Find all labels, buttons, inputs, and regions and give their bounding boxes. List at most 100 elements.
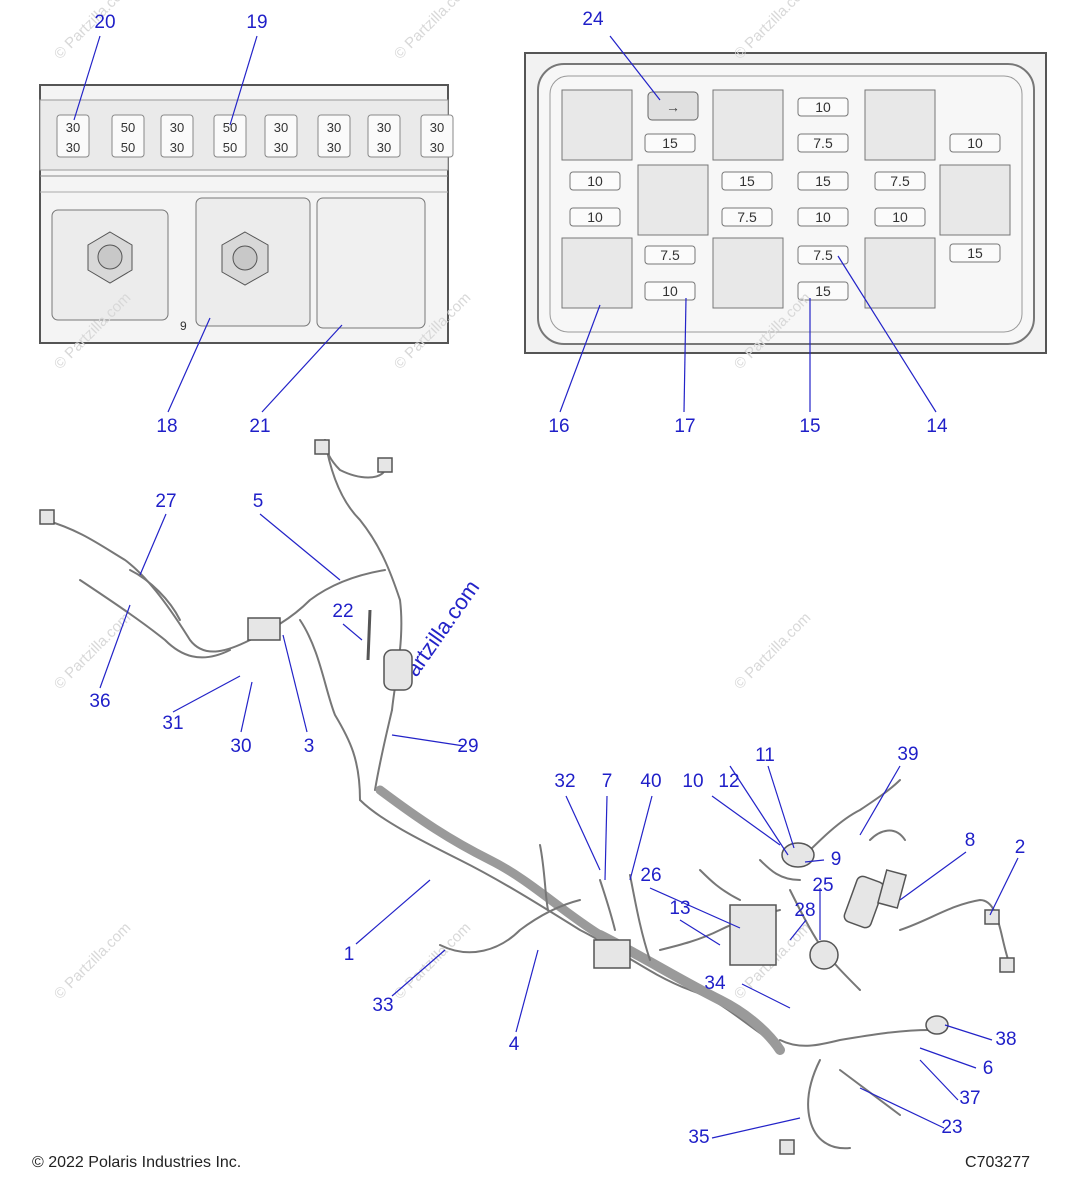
connector [809,940,839,970]
callout-3[interactable]: 3 [303,736,315,757]
callout-1[interactable]: 1 [343,944,355,965]
callout-32[interactable]: 32 [554,771,576,792]
callout-18[interactable]: 18 [156,416,178,437]
fuse-rating: 15 [967,245,983,261]
fuse-rating: 7.5 [813,247,833,263]
fuse-rating: 30 [170,140,184,155]
callout-12[interactable]: 12 [718,771,740,792]
watermark: © Partzilla.com [51,919,134,1002]
callout-37[interactable]: 37 [959,1088,981,1109]
diode-icon: → [666,99,680,115]
fuse-rating: 50 [121,140,135,155]
fuse-rating: 7.5 [737,209,757,225]
callout-31[interactable]: 31 [162,713,184,734]
relay [939,164,1011,236]
fuse-rating: 10 [815,99,831,115]
fuse-rating: 7.5 [813,135,833,151]
connector [314,439,330,455]
callout-16[interactable]: 16 [548,416,570,437]
fuse-rating: 30 [430,140,444,155]
callout-36[interactable]: 36 [89,691,111,712]
drawing-number: C703277 [965,1154,1030,1171]
callout-15[interactable]: 15 [799,416,821,437]
callout-2[interactable]: 2 [1014,837,1026,858]
watermark: © Partzilla.com [731,609,814,692]
fuse-rating: 30 [430,120,444,135]
callout-30[interactable]: 30 [230,736,252,757]
fuse-rating: 30 [170,120,184,135]
fuse-rating: 30 [327,140,341,155]
fuse-rating: 15 [815,173,831,189]
fuse-rating: 30 [377,140,391,155]
connector [247,617,281,641]
callout-10[interactable]: 10 [682,771,704,792]
callout-27[interactable]: 27 [155,491,177,512]
relay [561,237,633,309]
fuse-rating: 10 [892,209,908,225]
connector [843,875,885,929]
callout-14[interactable]: 14 [926,416,948,437]
callout-13[interactable]: 13 [669,898,691,919]
callout-5[interactable]: 5 [252,491,264,512]
connector [383,649,413,691]
fuse-rating: 15 [739,173,755,189]
callout-25[interactable]: 25 [812,875,834,896]
callout-34[interactable]: 34 [704,973,726,994]
relay-cover [316,197,426,329]
connector [39,509,55,525]
connector [781,842,815,868]
callout-21[interactable]: 21 [249,416,271,437]
fuse-rating: 10 [815,209,831,225]
callout-22[interactable]: 22 [332,601,354,622]
relay [864,89,936,161]
callout-7[interactable]: 7 [601,771,613,792]
watermark: © Partzilla.com [51,609,134,692]
callout-17[interactable]: 17 [674,416,696,437]
connector [729,904,777,966]
callout-40[interactable]: 40 [640,771,662,792]
callout-24[interactable]: 24 [582,9,604,30]
right-detail-panel: → 15 10 10 7.5 10 15 [524,52,1047,354]
fuse-rating: 10 [587,209,603,225]
callout-35[interactable]: 35 [688,1127,710,1148]
connector [779,1139,795,1155]
callout-33[interactable]: 33 [372,995,394,1016]
fuse-rating: 50 [121,120,135,135]
connector [925,1015,949,1035]
callout-4[interactable]: 4 [508,1034,520,1055]
relay [637,164,709,236]
callout-19[interactable]: 19 [246,12,268,33]
fuse-rating: 10 [587,173,603,189]
wire-harness [44,439,1011,1150]
callout-29[interactable]: 29 [457,736,479,757]
fuse-rating: 50 [223,140,237,155]
watermark: © Partzilla.com [51,0,134,63]
copyright-text: © 2022 Polaris Industries Inc. [32,1154,242,1171]
fuse-rating: 30 [66,140,80,155]
leader-lines [73,35,1019,1139]
callout-20[interactable]: 20 [94,12,116,33]
fuse-rating: 7.5 [890,173,910,189]
callout-38[interactable]: 38 [995,1029,1017,1050]
fuse-rating: 30 [274,140,288,155]
callout-28[interactable]: 28 [794,900,816,921]
callout-11[interactable]: 11 [755,745,775,766]
connector [377,457,393,473]
connector [877,869,907,909]
watermark: © Partzilla.com [391,0,474,63]
fuse-rating: 10 [967,135,983,151]
callout-9[interactable]: 9 [830,849,842,870]
callout-26[interactable]: 26 [640,865,662,886]
connector [593,939,631,969]
callout-8[interactable]: 8 [964,830,976,851]
fuse-row [56,114,454,158]
fuse-rating: 30 [327,120,341,135]
callout-23[interactable]: 23 [941,1117,963,1138]
callout-39[interactable]: 39 [897,744,919,765]
callout-6[interactable]: 6 [982,1058,994,1079]
connector [999,957,1015,973]
fuse-rating: 30 [377,120,391,135]
fuse-rating: 30 [66,120,80,135]
side-mark: 9 [180,319,187,333]
fuse-rating: 10 [662,283,678,299]
